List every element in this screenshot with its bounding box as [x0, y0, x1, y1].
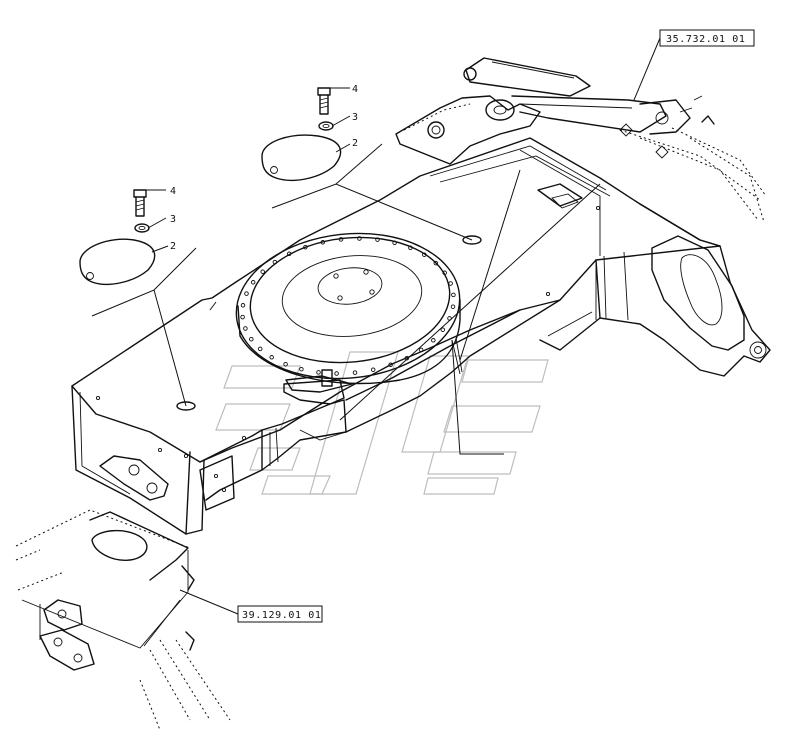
ring-bolt-hole	[431, 338, 436, 343]
callout-2-left: 2	[170, 241, 176, 252]
ring-bolt-hole	[334, 371, 339, 376]
ring-bolt-hole	[448, 281, 453, 286]
ring-bolt-hole	[240, 303, 246, 308]
hub-bolt-hole	[363, 269, 369, 275]
callout-4-left: 4	[170, 186, 176, 197]
callout-2-upper: 2	[352, 138, 358, 149]
hub-bolt-hole	[333, 273, 339, 279]
washer-left	[134, 223, 150, 233]
ring-bolt-hole	[286, 251, 292, 257]
ring-bolt-hole	[249, 336, 254, 342]
ring-bolt-hole	[388, 362, 393, 368]
ring-bolt-hole	[450, 304, 456, 309]
screw-upper	[317, 87, 331, 115]
cover-plate-upper	[261, 134, 342, 181]
ring-bolt-hole	[299, 366, 304, 372]
ring-bolt-hole	[283, 361, 288, 367]
ring-bolt-hole	[357, 236, 362, 241]
ring-bolt-hole	[269, 355, 274, 360]
ring-bolt-hole	[451, 292, 456, 298]
reference-tag-boom-cylinder[interactable]: 35.732.01 01	[659, 29, 755, 47]
ring-bolt-hole	[433, 260, 439, 266]
callout-3-left: 3	[170, 214, 176, 225]
deck-hole-left	[176, 401, 196, 411]
ring-bolt-hole	[244, 291, 249, 296]
ring-bolt-hole	[392, 240, 397, 246]
slewing-ring-bolts	[240, 236, 456, 376]
ring-bolt-hole	[272, 259, 278, 265]
reference-text-rear-frame: 39.129.01 01	[242, 610, 321, 621]
ring-bolt-hole	[352, 370, 358, 375]
ring-bolt-hole	[250, 280, 256, 285]
cover-plate-left	[79, 238, 156, 286]
hub-bolt-hole	[369, 289, 375, 295]
ring-bolt-hole	[370, 367, 376, 372]
ring-bolt-hole	[260, 269, 265, 274]
slewing-ring	[235, 232, 461, 393]
ring-bolt-hole	[442, 270, 447, 276]
boom-cylinder-assembly	[395, 57, 767, 223]
ring-bolt-hole	[240, 314, 245, 320]
ring-bolt-hole	[320, 240, 326, 245]
ring-bolt-hole	[303, 244, 308, 250]
ring-bolt-hole	[338, 237, 344, 242]
screw-left	[133, 189, 147, 217]
washer-upper	[318, 121, 334, 131]
ring-bolt-hole	[257, 346, 263, 352]
hub-bolt-hole	[337, 295, 343, 301]
ring-bolt-hole	[418, 347, 424, 353]
ring-bolt-hole	[408, 245, 413, 251]
callout-4-upper: 4	[352, 84, 358, 95]
reference-text-boom-cylinder: 35.732.01 01	[666, 34, 745, 45]
ring-bolt-hole	[243, 326, 248, 331]
ring-bolt-hole	[375, 237, 380, 242]
ring-bolt-hole	[440, 327, 446, 332]
rear-frame-detail	[15, 509, 231, 731]
reference-tag-rear-frame[interactable]: 39.129.01 01	[237, 605, 323, 623]
callout-3-upper: 3	[352, 112, 358, 123]
ring-bolt-hole	[316, 370, 321, 375]
callout-leaders	[91, 37, 661, 615]
ring-bolt-hole	[422, 252, 427, 257]
deck-hole-upper	[462, 235, 482, 245]
main-frame	[71, 137, 771, 535]
